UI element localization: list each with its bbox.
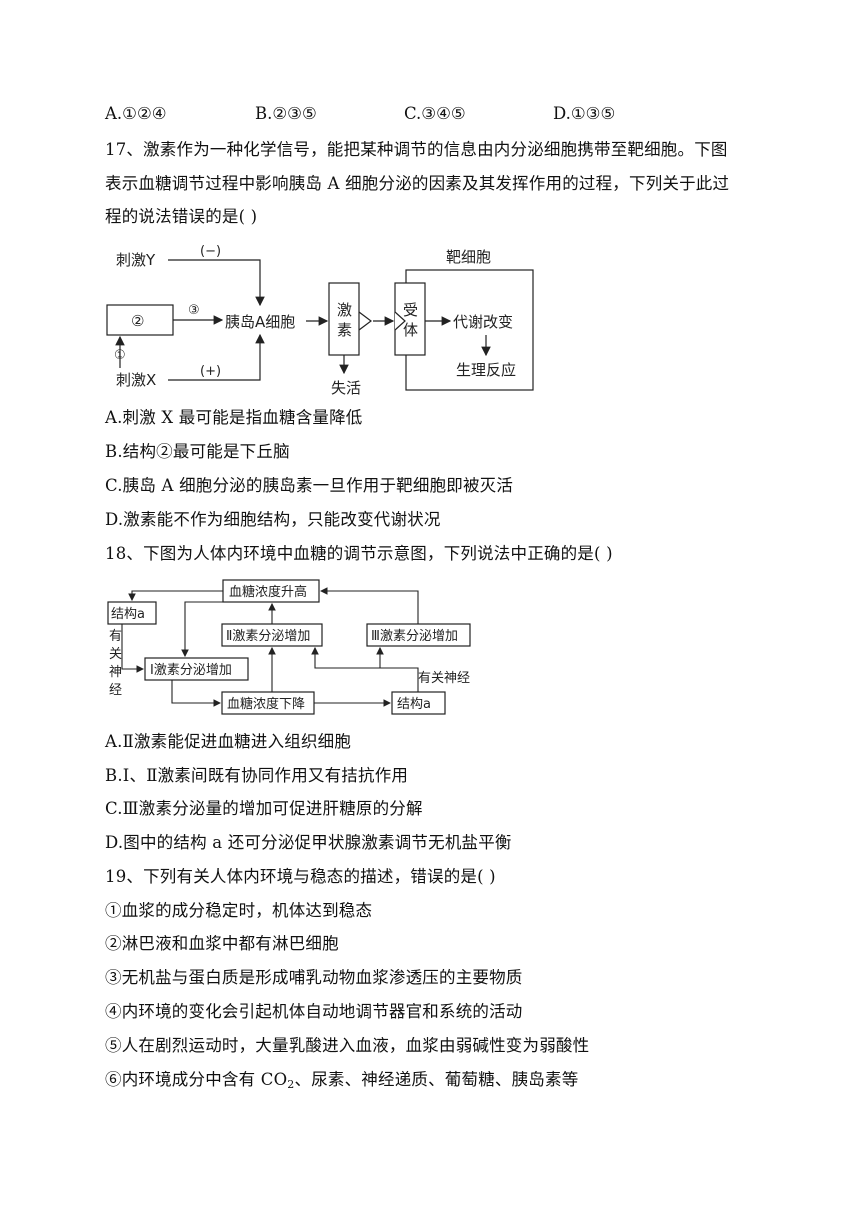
q18-arrow-h1-to-down [171,680,222,707]
q17-target-cell: 靶细胞 [446,248,491,266]
q18-arrow-up-to-h1 [181,601,235,658]
q17-receptor-char-1: 受 [403,301,418,319]
q17-physiological-response: 生理反应 [456,361,516,379]
q17-hormone-notch [358,311,372,331]
q16-options: A.①②④ B.②③⑤ C.③④⑤ D.①③⑤ [105,104,805,126]
q17-stem-line-2: 表示血糖调节过程中影响胰岛 A 细胞分泌的因素及其发挥作用的过程，下列关于此过 [105,174,730,193]
q16-option-d: D.①③⑤ [553,104,616,123]
q18-hormone2: Ⅱ激素分泌增加 [226,629,310,644]
q17-stem-line-3: 程的说法错误的是( ) [105,207,258,226]
q18-box-hormone1 [144,657,249,681]
q19-item-6-pre: ⑥内环境成分中含有 CO [105,1070,288,1089]
q18-arrow-struct-a-to-h1 [121,624,145,673]
q19-item-6-post: 、尿素、神经递质、葡萄糖、胰岛素等 [294,1070,579,1089]
q18-nerve-left-4: 经 [109,683,122,698]
q17-choice-d: D.激素能不作为细胞结构，只能改变代谢状况 [105,510,441,529]
q18-hormone1: Ⅰ激素分泌增加 [150,663,232,678]
q18-choice-c: C.Ⅲ激素分泌量的增加可促进肝糖原的分解 [105,799,423,818]
q17-inactivate: 失活 [331,379,361,397]
q18-diagram: 血糖浓度升高 结构a Ⅱ激素分泌增加 Ⅲ激素分泌增加 有 关 神 经 Ⅰ激素分泌… [107,579,471,715]
q18-choice-b: B.Ⅰ、Ⅱ激素间既有协同作用又有拮抗作用 [105,766,409,785]
q18-glucose-down: 血糖浓度下降 [227,696,305,712]
q16-option-b: B.②③⑤ [255,104,317,123]
q17-choice-c: C.胰岛 A 细胞分泌的胰岛素一旦作用于靶细胞即被灭活 [105,476,514,495]
q17-diagram: 刺激Y (−) ② ③ 胰岛A细胞 ① 刺激X (+) 激 素 失活 靶细胞 受… [106,244,534,397]
q18-nerve-left-1: 有 [109,629,122,644]
q17-circle-3: ③ [188,303,200,318]
q17-stem-line-1: 17、激素作为一种化学信号，能把某种调节的信息由内分泌细胞携带至靶细胞。下图 [105,140,728,159]
q18-glucose-up: 血糖浓度升高 [229,584,307,600]
q19-item-6-sub: 2 [287,1078,295,1091]
q19-item-4: ④内环境的变化会引起机体自动地调节器官和系统的活动 [105,1002,523,1021]
q18-box-struct-a-top [107,601,157,625]
q18-hormone3: Ⅲ激素分泌增加 [371,629,458,644]
q17-arrow-x-to-islet [168,333,265,381]
q18-struct-a-bottom: 结构a [397,697,431,712]
q17-minus-sign: (−) [200,244,221,259]
q18-stem: 18、下图为人体内环境中血糖的调节示意图，下列说法中正确的是( ) [105,544,613,563]
q19-stem: 19、下列有关人体内环境与稳态的描述，错误的是( ) [105,867,496,886]
q18-choice-a: A.Ⅱ激素能促进血糖进入组织细胞 [105,732,352,751]
q17-arrow-y-to-islet [168,259,265,307]
q19-item-1: ①血浆的成分稳定时，机体达到稳态 [105,901,373,920]
q18-nerve-left-3: 神 [109,665,122,680]
q19-item-5: ⑤人在剧烈运动时，大量乳酸进入血液，血浆由弱碱性变为弱酸性 [105,1036,590,1055]
q17-stim-x: 刺激X [116,371,156,389]
q19-item-3: ③无机盐与蛋白质是形成哺乳动物血浆渗透压的主要物质 [105,968,523,987]
q16-option-a: A.①②④ [105,104,167,123]
q17-circle-1: ① [114,348,126,363]
q17-box-2-label: ② [131,312,144,330]
q17-hormone-char-1: 激 [337,301,352,319]
q17-choice-b: B.结构②最可能是下丘脑 [105,442,290,461]
q17-metabolism-change: 代谢改变 [453,313,513,331]
q18-nerve-left-2: 关 [109,647,122,662]
q17-plus-sign: (+) [200,364,221,379]
q17-choice-a: A.刺激 X 最可能是指血糖含量降低 [105,408,363,427]
q17-hormone-box [328,282,360,356]
q18-nerve-right: 有关神经 [418,671,470,686]
q18-arrow-struct-a-to-h2 [311,646,419,692]
q18-struct-a-top: 结构a [111,607,145,622]
q18-arrow-up-to-struct-a [128,590,223,602]
q17-stim-y: 刺激Y [116,251,156,269]
q18-arrow-h3-to-up [319,587,419,624]
q18-choice-d: D.图中的结构 a 还可分泌促甲状腺激素调节无机盐平衡 [105,833,512,852]
q19-item-2: ②淋巴液和血浆中都有淋巴细胞 [105,934,339,953]
q17-receptor-notch [394,311,406,331]
q16-option-c: C.③④⑤ [404,104,466,123]
q17-receptor-char-2: 体 [403,321,418,339]
q17-islet-a-cell: 胰岛A细胞 [225,313,295,331]
q19-item-6: ⑥内环境成分中含有 CO2、尿素、神经递质、葡萄糖、胰岛素等 [105,1070,578,1095]
q17-hormone-char-2: 素 [337,321,352,339]
